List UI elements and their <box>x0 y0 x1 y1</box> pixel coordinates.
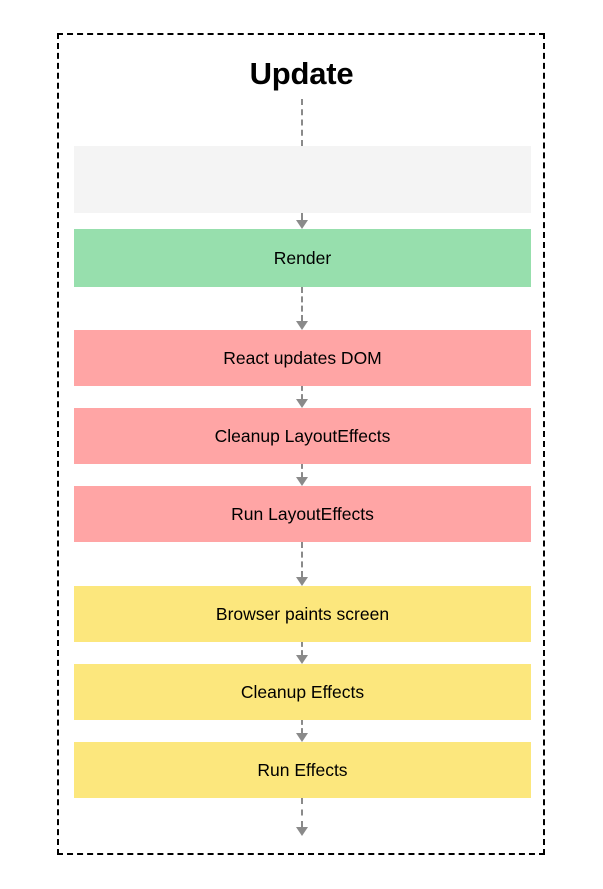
stage-box-blank-slot[interactable] <box>74 146 531 213</box>
connector-title-to-blank <box>294 99 310 146</box>
arrowhead-icon <box>296 733 308 742</box>
connector-cleanup-layout-to-run-layout <box>294 464 310 486</box>
stage-box-run-layout-effects[interactable]: Run LayoutEffects <box>74 486 531 542</box>
stage-label: Run LayoutEffects <box>231 503 374 524</box>
arrowhead-icon <box>296 399 308 408</box>
stage-box-cleanup-effects[interactable]: Cleanup Effects <box>74 664 531 720</box>
connector-line <box>301 642 303 655</box>
connector-paint-to-cleanup-effects <box>294 642 310 664</box>
stage-label: Cleanup Effects <box>240 681 365 702</box>
connector-line <box>301 99 303 146</box>
stage-box-react-updates-dom[interactable]: React updates DOM <box>74 330 531 386</box>
connector-line <box>301 386 303 399</box>
connector-cleanup-effects-to-run-effects <box>294 720 310 742</box>
connector-render-to-dom <box>294 287 310 330</box>
arrowhead-icon <box>296 577 308 586</box>
stage-box-run-effects[interactable]: Run Effects <box>74 742 531 798</box>
arrowhead-icon <box>296 220 308 229</box>
arrowhead-icon <box>296 827 308 836</box>
connector-run-layout-to-paint <box>294 542 310 586</box>
stage-label: React updates DOM <box>223 347 382 368</box>
connector-run-effects-to-end <box>294 798 310 836</box>
connector-line <box>301 213 303 220</box>
connector-dom-to-cleanup-layout <box>294 386 310 408</box>
connector-line <box>301 287 303 321</box>
arrowhead-icon <box>296 655 308 664</box>
connector-line <box>301 542 303 577</box>
stage-box-cleanup-layout-effects[interactable]: Cleanup LayoutEffects <box>74 408 531 464</box>
stage-label: Run Effects <box>257 759 348 780</box>
update-lifecycle-frame <box>57 33 545 855</box>
arrowhead-icon <box>296 477 308 486</box>
arrowhead-icon <box>296 321 308 330</box>
stage-box-browser-paints-screen[interactable]: Browser paints screen <box>74 586 531 642</box>
page-title: Update <box>249 56 354 91</box>
stage-box-render[interactable]: Render <box>74 229 531 287</box>
connector-line <box>301 798 303 827</box>
connector-line <box>301 464 303 477</box>
stage-label: Render <box>273 247 332 268</box>
stage-label: Cleanup LayoutEffects <box>214 425 391 446</box>
connector-line <box>301 720 303 733</box>
connector-blank-to-render <box>294 213 310 229</box>
stage-label: Browser paints screen <box>215 603 390 624</box>
